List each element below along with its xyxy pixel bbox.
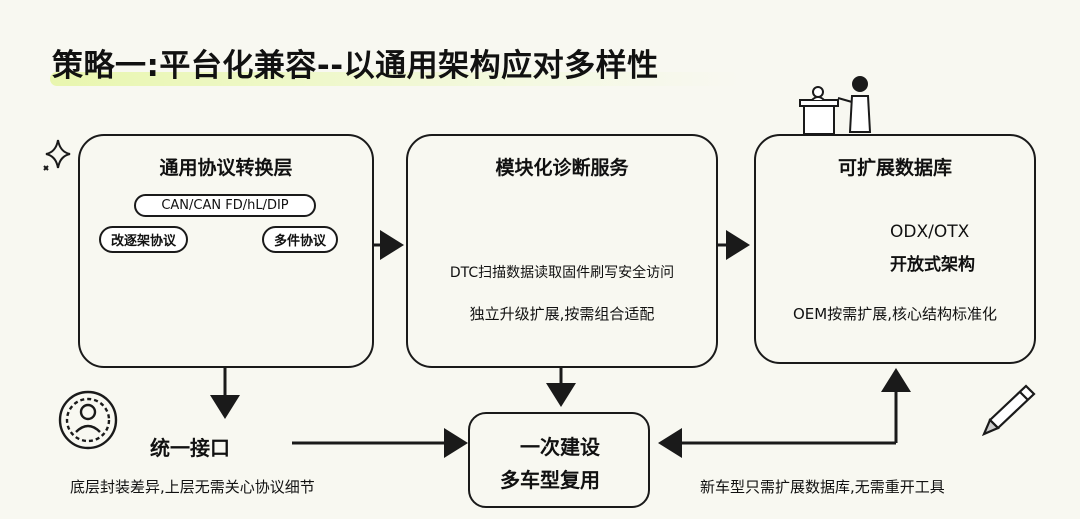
diagnostic-service-title: 模块化诊断服务	[495, 157, 629, 179]
database-title: 可扩展数据库	[837, 157, 952, 179]
protocol-pill-left: 改逐架协议	[99, 226, 189, 253]
reuse-line-build-once: 一次建设	[520, 435, 600, 459]
title-highlight	[50, 72, 740, 86]
protocol-layer-title: 通用协议转换层	[159, 157, 293, 179]
reuse-center-box	[468, 412, 650, 508]
unified-interface-title: 统一接口	[150, 436, 230, 460]
database-architecture: 开放式架构	[890, 255, 975, 275]
presenter-icon	[799, 76, 872, 135]
sparkle-icon	[43, 139, 71, 171]
page-title: 策略一:平台化兼容--以通用架构应对多样性	[52, 48, 659, 84]
person-circle-icon	[58, 390, 118, 450]
arrow-center-right-elbow	[658, 368, 911, 458]
extend-database-desc: 新车型只需扩展数据库,无需重开工具	[700, 478, 945, 496]
diagnostic-service-subtitle: 独立升级扩展,按需组合适配	[469, 305, 655, 323]
diagnostic-service-box	[406, 134, 718, 368]
reuse-line-multi-model: 多车型复用	[500, 468, 600, 492]
database-format: ODX/OTX	[890, 222, 970, 242]
database-subtitle: OEM按需扩展,核心结构标准化	[793, 305, 997, 323]
database-box	[754, 134, 1036, 364]
protocol-pill-main: CAN/CAN FD/hL/DIP	[134, 194, 316, 217]
protocol-pill-right: 多件协议	[262, 226, 339, 253]
diagnostic-modules-caption: DTC扫描数据读取固件刷写安全访问	[449, 265, 675, 281]
unified-interface-desc: 底层封装差异,上层无需关心协议细节	[70, 478, 315, 496]
pencil-icon	[981, 384, 1036, 437]
